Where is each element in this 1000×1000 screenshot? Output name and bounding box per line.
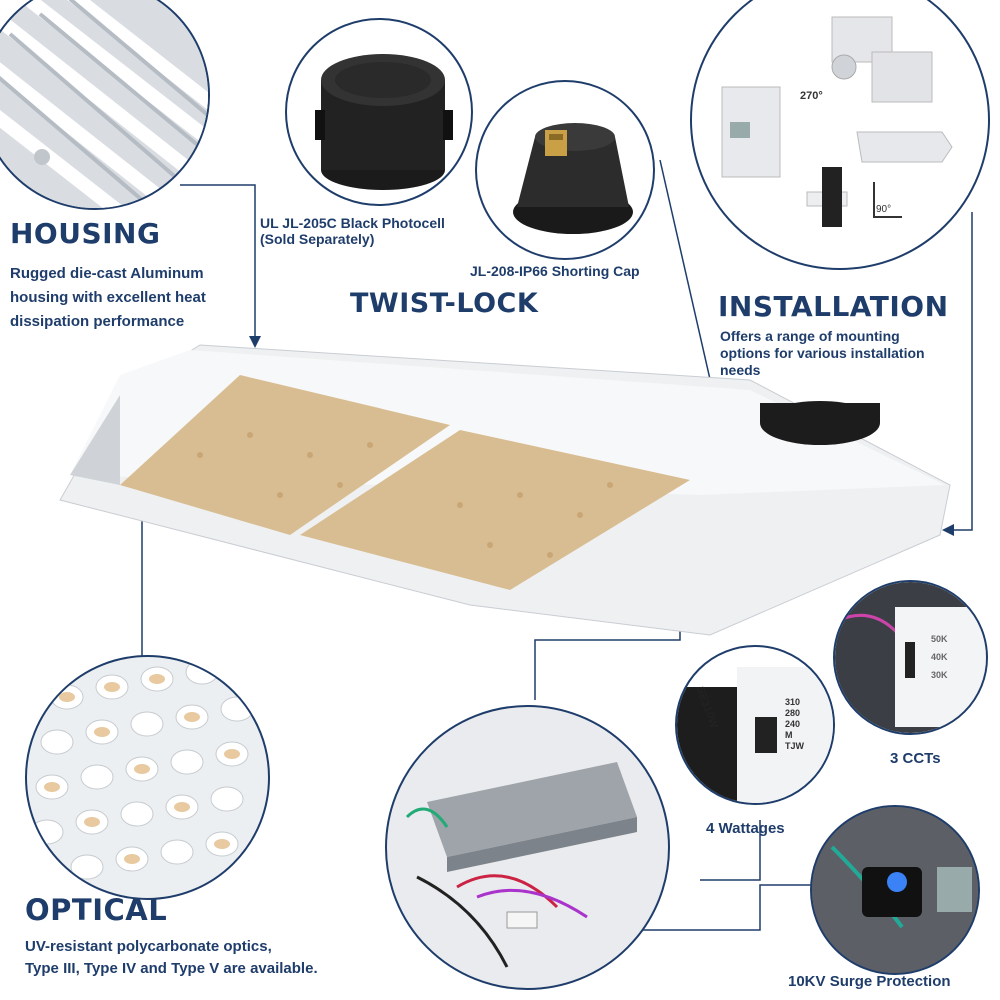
wattage-switch-illustration	[677, 667, 833, 803]
driver-illustration	[405, 762, 637, 968]
wattage-label: 4 Wattages	[706, 820, 785, 837]
photocell-label-line: UL JL-205C Black Photocell	[260, 215, 445, 231]
installation-circle: 270° 90°	[690, 0, 990, 270]
cct-switch-illustration	[835, 582, 986, 733]
installation-desc-line: needs	[720, 362, 761, 378]
housing-fins-illustration	[0, 0, 208, 208]
wattage-option: M	[785, 730, 793, 740]
optical-desc-line: UV-resistant polycarbonate optics,	[25, 938, 272, 955]
surge-label: 10KV Surge Protection	[788, 973, 951, 990]
installation-connector	[942, 212, 973, 536]
driver-wiring-circle	[385, 705, 670, 990]
cct-switch-circle: 50K 40K 30K	[833, 580, 988, 735]
wattage-options-list: 310 280 240 M TJW	[785, 697, 804, 752]
surge-protector-illustration	[812, 807, 978, 973]
housing-connector	[180, 184, 261, 348]
photocell-label: UL JL-205C Black Photocell (Sold Separat…	[260, 215, 445, 247]
installation-desc-line: options for various installation	[720, 345, 925, 361]
housing-closeup-circle	[0, 0, 210, 210]
surge-protection-circle	[810, 805, 980, 975]
cct-option: 40K	[931, 652, 948, 662]
housing-desc-line: dissipation performance	[10, 313, 185, 330]
housing-title: HOUSING	[10, 217, 161, 250]
shorting-cap-circle	[475, 80, 655, 260]
cct-options-list: 50K 40K 30K	[931, 630, 948, 684]
photocell-label-line: (Sold Separately)	[260, 231, 375, 247]
shortingcap-connector	[659, 159, 716, 391]
twist-lock-title: TWIST-LOCK	[350, 288, 539, 319]
photocell-circle	[285, 18, 473, 206]
installation-description: Offers a range of mounting options for v…	[720, 328, 925, 379]
photocell-illustration	[315, 54, 453, 190]
cct-option: 50K	[931, 634, 948, 644]
angle-90-label: 90°	[876, 204, 892, 215]
wattage-option: 280	[785, 708, 801, 718]
housing-description: Rugged die-cast Aluminum housing with ex…	[10, 262, 206, 334]
cct-option: 30K	[931, 670, 948, 680]
mounting-options-illustration	[721, 16, 953, 227]
wattage-option: 240	[785, 719, 801, 729]
optical-title: OPTICAL	[25, 893, 168, 927]
angle-270-label: 270°	[800, 90, 823, 102]
installation-desc-line: Offers a range of mounting	[720, 328, 900, 344]
wattage-switch-circle: SE310W 310 280 240 M TJW	[675, 645, 835, 805]
optical-desc-line: Type III, Type IV and Type V are availab…	[25, 960, 318, 977]
installation-title: INSTALLATION	[718, 290, 949, 323]
wattage-connector	[700, 820, 761, 881]
optical-closeup-circle	[25, 655, 270, 900]
wattage-brand: TJW	[785, 741, 804, 751]
optical-description: UV-resistant polycarbonate optics, Type …	[25, 936, 318, 980]
shoebox-luminaire-illustration	[59, 344, 951, 636]
shorting-cap-label: JL-208-IP66 Shorting Cap	[470, 263, 640, 279]
cct-label: 3 CCTs	[890, 750, 941, 767]
housing-desc-line: Rugged die-cast Aluminum	[10, 265, 204, 282]
shorting-cap-illustration	[513, 123, 633, 234]
led-optics-illustration	[30, 659, 254, 880]
wattage-option: 310	[785, 697, 801, 707]
surge-connector	[640, 884, 820, 931]
housing-desc-line: housing with excellent heat	[10, 289, 206, 306]
